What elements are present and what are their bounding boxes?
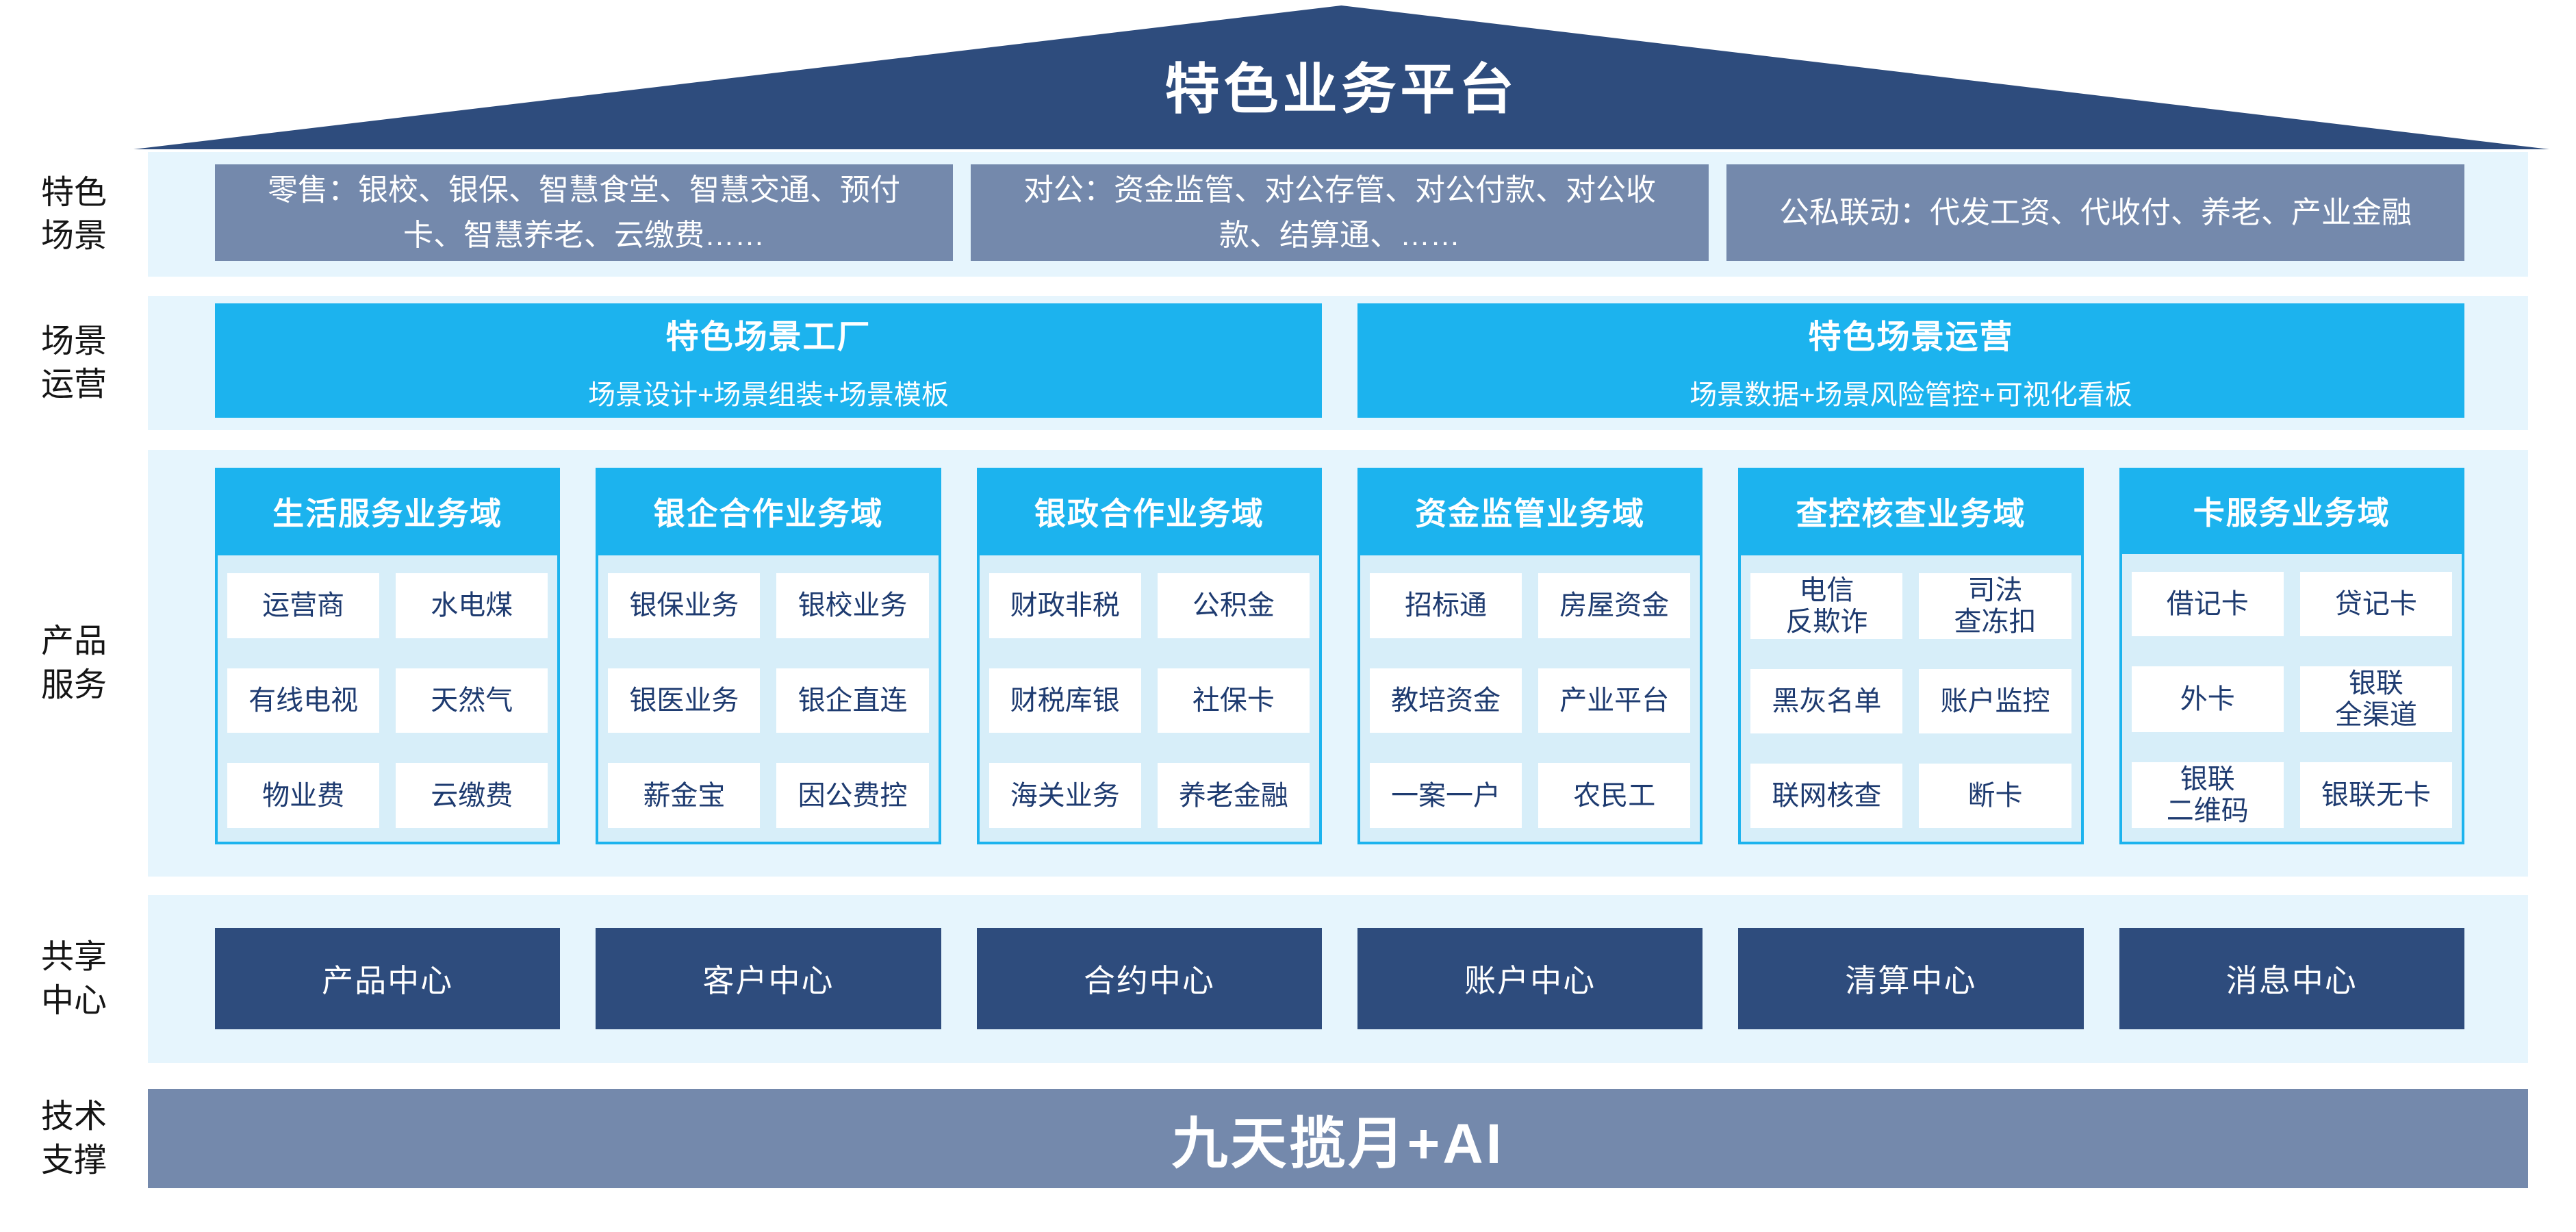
- domain-body: 借记卡 贷记卡 外卡 银联 全渠道 银联 二维码 银联无卡: [2119, 554, 2464, 844]
- product-cell: 断卡: [1919, 764, 2071, 828]
- layer-label-scene-operation: 场景 运营: [40, 323, 107, 403]
- domain-body: 招标通 房屋资金 教培资金 产业平台 一案一户 农民工: [1357, 555, 1703, 844]
- domain-header: 查控核查业务域: [1738, 468, 2084, 555]
- center-box-customer: 客户中心: [596, 928, 941, 1029]
- product-cell: 养老金融: [1157, 763, 1310, 828]
- domain-header: 生活服务业务域: [215, 468, 561, 555]
- product-service-row: 生活服务业务域 运营商 水电煤 有线电视 天然气 物业费 云缴费 银企合作业务域…: [215, 468, 2464, 844]
- domain-body: 运营商 水电煤 有线电视 天然气 物业费 云缴费: [215, 555, 561, 844]
- product-cell: 银保业务: [608, 573, 761, 638]
- domain-card-services: 卡服务业务域 借记卡 贷记卡 外卡 银联 全渠道 银联 二维码 银联无卡: [2119, 468, 2464, 844]
- product-cell: 教培资金: [1369, 668, 1522, 733]
- scene-operation-row: 特色场景工厂 场景设计+场景组装+场景模板 特色场景运营 场景数据+场景风险管控…: [215, 303, 2464, 418]
- product-cell: 公积金: [1157, 573, 1310, 638]
- product-cell: 电信 反欺诈: [1750, 573, 1903, 639]
- product-cell: 因公费控: [776, 763, 929, 828]
- scene-operation-subtitle: 场景数据+场景风险管控+可视化看板: [1689, 379, 2132, 410]
- product-cell: 运营商: [227, 573, 380, 638]
- domain-header: 银政合作业务域: [976, 468, 1322, 555]
- domain-body: 财政非税 公积金 财税库银 社保卡 海关业务 养老金融: [976, 555, 1322, 844]
- product-cell: 司法 查冻扣: [1919, 573, 2071, 639]
- product-cell: 财政非税: [989, 573, 1141, 638]
- domain-header: 银企合作业务域: [596, 468, 941, 555]
- center-box-clearing: 清算中心: [1738, 928, 2084, 1029]
- layer-label-shared-centers: 共享 中心: [40, 939, 107, 1019]
- product-cell: 天然气: [396, 668, 548, 733]
- product-cell: 银企直连: [776, 668, 929, 733]
- product-cell: 联网核查: [1750, 764, 1903, 828]
- product-cell: 外卡: [2131, 666, 2284, 732]
- domain-body: 电信 反欺诈 司法 查冻扣 黑灰名单 账户监控 联网核查 断卡: [1738, 555, 2084, 844]
- product-cell: 银联 二维码: [2131, 762, 2284, 828]
- product-cell: 云缴费: [396, 763, 548, 828]
- tech-support-bar: 九天揽月+AI: [148, 1089, 2528, 1188]
- scene-box-corporate: 对公：资金监管、对公存管、对公付款、对公收款、结算通、……: [971, 164, 1709, 261]
- domain-inquiry-verification: 查控核查业务域 电信 反欺诈 司法 查冻扣 黑灰名单 账户监控 联网核查 断卡: [1738, 468, 2084, 844]
- domain-header: 资金监管业务域: [1357, 468, 1703, 555]
- product-cell: 财税库银: [989, 668, 1141, 733]
- layer-label-featured-scenes: 特色 场景: [40, 174, 107, 254]
- product-cell: 海关业务: [989, 763, 1141, 828]
- scene-operation-title: 特色场景运营: [1808, 318, 2014, 355]
- product-cell: 黑灰名单: [1750, 669, 1903, 733]
- layer-label-product-service: 产品 服务: [40, 623, 107, 703]
- domain-fund-supervision: 资金监管业务域 招标通 房屋资金 教培资金 产业平台 一案一户 农民工: [1357, 468, 1703, 844]
- domain-header: 卡服务业务域: [2119, 468, 2464, 554]
- center-box-account: 账户中心: [1357, 928, 1703, 1029]
- domain-bank-government: 银政合作业务域 财政非税 公积金 财税库银 社保卡 海关业务 养老金融: [976, 468, 1322, 844]
- platform-title: 特色业务平台: [1164, 59, 1518, 120]
- product-cell: 有线电视: [227, 668, 380, 733]
- scene-box-public-private-linkage: 公私联动：代发工资、代收付、养老、产业金融: [1726, 164, 2464, 261]
- product-cell: 水电煤: [396, 573, 548, 638]
- product-cell: 薪金宝: [608, 763, 761, 828]
- product-cell: 银校业务: [776, 573, 929, 638]
- product-cell: 产业平台: [1538, 668, 1691, 733]
- layer-label-tech-support: 技术 支撑: [40, 1098, 107, 1179]
- product-cell: 银联无卡: [2299, 762, 2452, 828]
- scene-factory-title: 特色场景工厂: [665, 318, 871, 355]
- domain-life-services: 生活服务业务域 运营商 水电煤 有线电视 天然气 物业费 云缴费: [215, 468, 561, 844]
- shared-centers-row: 产品中心 客户中心 合约中心 账户中心 清算中心 消息中心: [215, 928, 2464, 1029]
- product-cell: 一案一户: [1369, 763, 1522, 828]
- product-cell: 银联 全渠道: [2299, 666, 2452, 732]
- product-cell: 贷记卡: [2299, 572, 2452, 636]
- product-cell: 银医业务: [608, 668, 761, 733]
- domain-body: 银保业务 银校业务 银医业务 银企直连 薪金宝 因公费控: [596, 555, 941, 844]
- platform-roof-banner: 特色业务平台: [133, 5, 2549, 149]
- scene-box-retail: 零售：银校、银保、智慧食堂、智慧交通、预付卡、智慧养老、云缴费……: [215, 164, 953, 261]
- product-cell: 房屋资金: [1538, 573, 1691, 638]
- product-cell: 农民工: [1538, 763, 1691, 828]
- product-cell: 物业费: [227, 763, 380, 828]
- featured-scenes-row: 零售：银校、银保、智慧食堂、智慧交通、预付卡、智慧养老、云缴费…… 对公：资金监…: [215, 164, 2464, 261]
- product-cell: 账户监控: [1919, 669, 2071, 733]
- center-box-product: 产品中心: [215, 928, 561, 1029]
- scene-factory-subtitle: 场景设计+场景组装+场景模板: [588, 379, 949, 410]
- domain-bank-enterprise: 银企合作业务域 银保业务 银校业务 银医业务 银企直连 薪金宝 因公费控: [596, 468, 941, 844]
- center-box-message: 消息中心: [2119, 928, 2464, 1029]
- scene-factory-box: 特色场景工厂 场景设计+场景组装+场景模板: [215, 303, 1322, 418]
- product-cell: 社保卡: [1157, 668, 1310, 733]
- product-cell: 借记卡: [2131, 572, 2284, 636]
- scene-operation-box: 特色场景运营 场景数据+场景风险管控+可视化看板: [1357, 303, 2464, 418]
- center-box-contract: 合约中心: [976, 928, 1322, 1029]
- product-cell: 招标通: [1369, 573, 1522, 638]
